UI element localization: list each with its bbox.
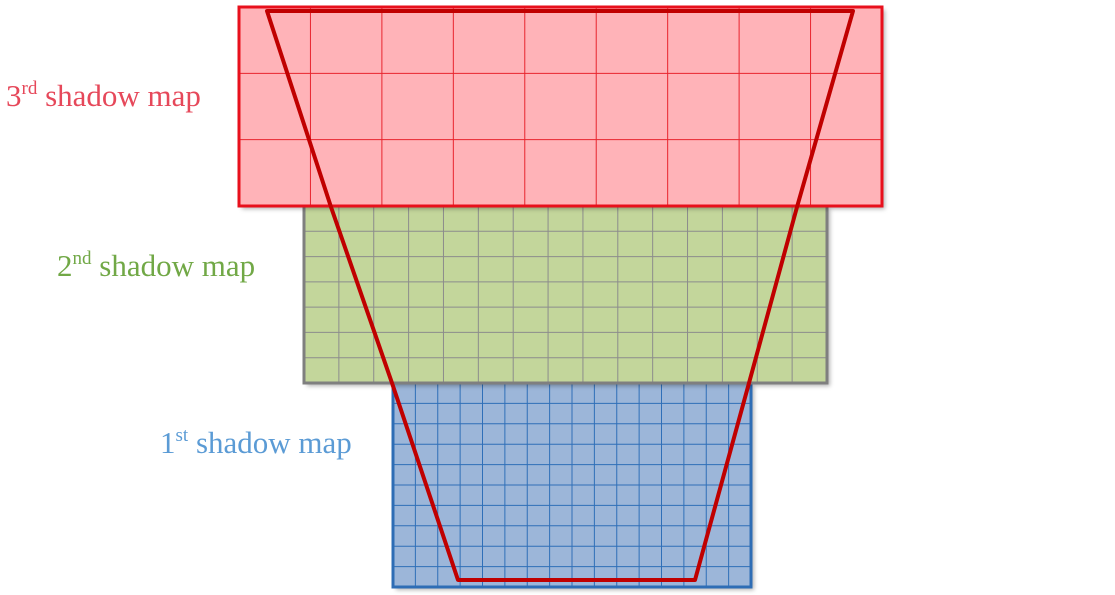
label-ordinal-suffix: nd bbox=[72, 248, 92, 269]
label-number: 3 bbox=[6, 78, 22, 113]
first-shadow-map-label: 1st shadow map bbox=[160, 425, 352, 460]
shadow-map-fill bbox=[239, 7, 882, 206]
shadow-map-fill bbox=[304, 206, 827, 383]
texel-grid bbox=[239, 7, 882, 206]
label-text: shadow map bbox=[45, 78, 201, 113]
texel-grid bbox=[304, 206, 827, 383]
shadow-map-1 bbox=[391, 381, 753, 589]
second-shadow-map-label: 2nd shadow map bbox=[57, 248, 256, 283]
label-ordinal-suffix: rd bbox=[21, 78, 38, 99]
label-number: 1 bbox=[160, 425, 176, 460]
label-text: shadow map bbox=[99, 248, 256, 283]
shadow-map-border bbox=[237, 5, 884, 208]
third-shadow-map-label: 3rd shadow map bbox=[6, 78, 201, 113]
shadow-map-2 bbox=[302, 204, 829, 385]
label-ordinal-suffix: st bbox=[175, 425, 189, 446]
view-frustum-outline bbox=[265, 9, 855, 582]
shadow-map-layer bbox=[237, 5, 884, 589]
label-text: shadow map bbox=[195, 425, 352, 460]
label-number: 2 bbox=[57, 248, 73, 283]
shadow-map-3 bbox=[237, 5, 884, 208]
texel-grid bbox=[393, 383, 751, 587]
